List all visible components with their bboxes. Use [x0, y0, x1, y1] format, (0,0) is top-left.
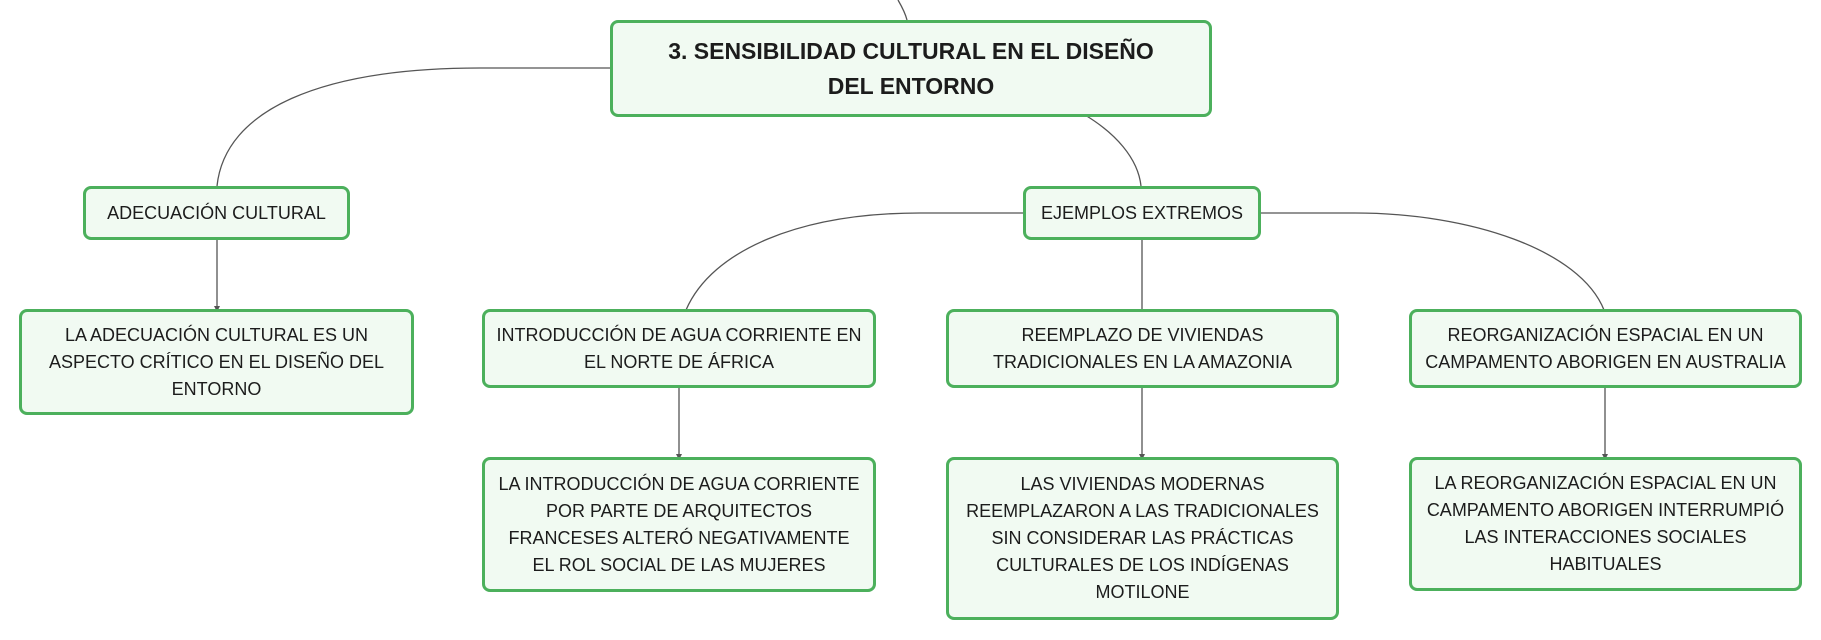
- adecuacion-detail-node[interactable]: LA ADECUACIÓN CULTURAL ES UN ASPECTO CRÍ…: [19, 309, 414, 415]
- example-3-detail-node[interactable]: LA REORGANIZACIÓN ESPACIAL EN UN CAMPAME…: [1409, 457, 1802, 591]
- example-2-title-label: REEMPLAZO DE VIVIENDAS TRADICIONALES EN …: [992, 324, 1293, 372]
- example-3-title-node[interactable]: REORGANIZACIÓN ESPACIAL EN UN CAMPAMENTO…: [1409, 309, 1802, 388]
- example-2-title-node[interactable]: REEMPLAZO DE VIVIENDAS TRADICIONALES EN …: [946, 309, 1339, 388]
- edge-parent-to-root: [897, 0, 908, 21]
- example-3-detail-label: LA REORGANIZACIÓN ESPACIAL EN UN CAMPAME…: [1426, 473, 1785, 574]
- adecuacion-detail-label: LA ADECUACIÓN CULTURAL ES UN ASPECTO CRÍ…: [48, 324, 385, 399]
- edge-ejemplos-to-example-1: [685, 212, 1024, 311]
- example-1-detail-node[interactable]: LA INTRODUCCIÓN DE AGUA CORRIENTE POR PA…: [482, 457, 876, 592]
- branch-ejemplos-label: EJEMPLOS EXTREMOS: [1040, 202, 1244, 223]
- branch-ejemplos-node[interactable]: EJEMPLOS EXTREMOS: [1023, 186, 1261, 240]
- root-topic-label: 3. SENSIBILIDAD CULTURAL EN EL DISEÑO DE…: [668, 37, 1154, 99]
- example-1-title-label: INTRODUCCIÓN DE AGUA CORRIENTE EN EL NOR…: [496, 324, 862, 372]
- example-2-detail-node[interactable]: LAS VIVIENDAS MODERNAS REEMPLAZARON A LA…: [946, 457, 1339, 620]
- edge-root-to-ejemplos: [1084, 114, 1142, 187]
- root-topic-node[interactable]: 3. SENSIBILIDAD CULTURAL EN EL DISEÑO DE…: [610, 20, 1212, 117]
- branch-adecuacion-label: ADECUACIÓN CULTURAL: [107, 202, 326, 223]
- example-1-detail-label: LA INTRODUCCIÓN DE AGUA CORRIENTE POR PA…: [498, 473, 860, 575]
- example-1-title-node[interactable]: INTRODUCCIÓN DE AGUA CORRIENTE EN EL NOR…: [482, 309, 876, 388]
- example-3-title-label: REORGANIZACIÓN ESPACIAL EN UN CAMPAMENTO…: [1425, 324, 1786, 372]
- example-2-detail-label: LAS VIVIENDAS MODERNAS REEMPLAZARON A LA…: [966, 474, 1319, 602]
- edge-ejemplos-to-example-3: [1260, 212, 1605, 311]
- edge-root-to-adecuacion: [216, 67, 610, 187]
- branch-adecuacion-node[interactable]: ADECUACIÓN CULTURAL: [83, 186, 350, 240]
